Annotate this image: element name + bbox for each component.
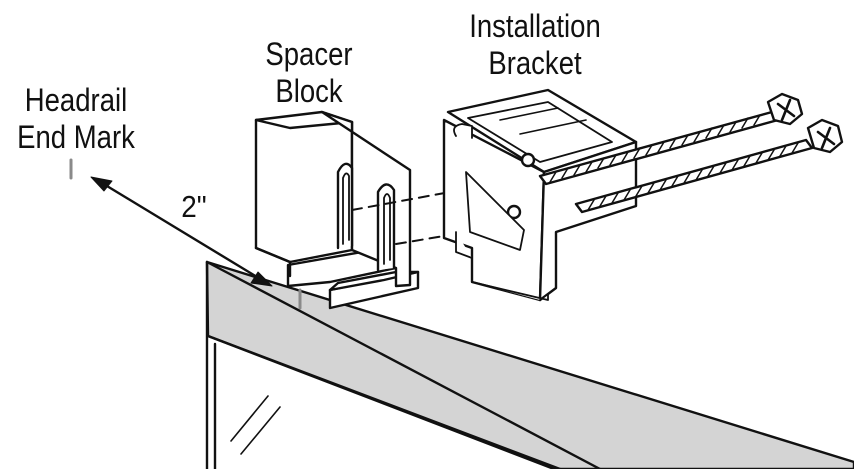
spacer-slot (376, 183, 396, 272)
mounting-screws (538, 92, 844, 214)
bracket-screw-hole (520, 152, 536, 168)
label-line: Block (275, 73, 343, 109)
bracket-flange-clip (465, 171, 525, 251)
bracket-lower-hook (471, 281, 549, 301)
screw-thread-lower (587, 142, 799, 211)
frame-outer-edge (205, 260, 602, 469)
label-installation-bracket: Installation Bracket (453, 8, 616, 82)
label-spacer-block: Spacer Block (251, 36, 368, 110)
dimension-label: 2" (181, 189, 207, 224)
spacer-slot-inner (383, 193, 391, 265)
spacer-slot-inner (342, 172, 350, 245)
arrowhead-left (90, 176, 113, 192)
bracket-slot (519, 119, 587, 135)
screw-head-cross-upper (776, 98, 796, 122)
screw-shank-lower (574, 138, 814, 214)
spacer-edge (254, 246, 292, 264)
label-line: End Mark (17, 119, 135, 155)
glass-reflection-line (230, 395, 269, 442)
glass-reflection-line (240, 406, 281, 455)
bracket-tab (453, 123, 473, 139)
glass-top-edge (206, 334, 562, 469)
label-line: Headrail (24, 82, 128, 118)
bracket-top-inner (467, 101, 613, 163)
dimension-arrow (90, 176, 273, 287)
installation-bracket (442, 88, 638, 302)
label-line: Spacer (265, 36, 353, 72)
bracket-slot (499, 107, 559, 121)
label-line: Bracket (488, 45, 582, 81)
dimension-line (100, 181, 264, 282)
alignment-line-upper (351, 173, 549, 211)
arrowhead-right (250, 271, 273, 287)
label-headrail-end-mark: Headrail End Mark (11, 82, 142, 156)
screw-thread-upper (549, 114, 761, 183)
bracket-screw-hole (506, 204, 522, 220)
bracket-bottom-lip (455, 231, 473, 259)
spacer-block (254, 110, 420, 310)
window-frame (205, 260, 854, 469)
screw-head-cross-lower (816, 126, 836, 150)
label-line: Installation (469, 8, 601, 44)
